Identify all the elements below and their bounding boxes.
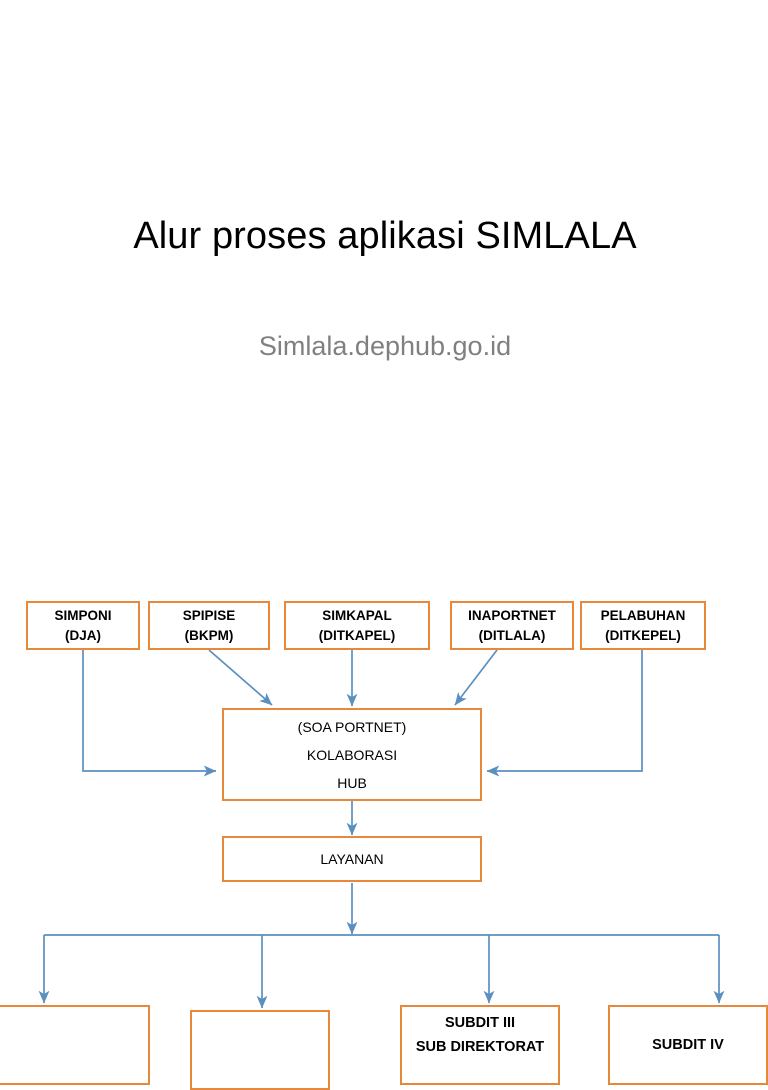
edge-simponi-hub [82, 650, 217, 777]
process-flow-diagram: SIMPONI (DJA) SPIPISE (BKPM) SIMKAPAL (D… [0, 601, 768, 1090]
node-subdit-2[interactable] [190, 1010, 330, 1090]
node-simkapal-name: SIMKAPAL [322, 607, 392, 623]
page-title: Alur proses aplikasi SIMLALA [133, 215, 637, 257]
node-pelabuhan[interactable]: PELABUHAN (DITKEPEL) [580, 601, 706, 650]
hub-line-1: (SOA PORTNET) [297, 718, 407, 735]
node-inaportnet[interactable]: INAPORTNET (DITLALA) [450, 601, 574, 650]
subdit-4-line-1: SUBDIT IV [652, 1037, 724, 1053]
node-spipise-name: SPIPISE [182, 607, 236, 623]
layanan-label: LAYANAN [320, 851, 384, 867]
subdit-3-line-1: SUBDIT III [444, 1015, 516, 1031]
node-layanan[interactable]: LAYANAN [222, 836, 482, 882]
node-subdit-1[interactable] [0, 1005, 150, 1085]
node-simponi-name: SIMPONI [54, 607, 112, 623]
node-kolaborasi-hub[interactable]: (SOA PORTNET) KOLABORASI HUB [222, 708, 482, 801]
node-spipise-owner: (BKPM) [184, 627, 234, 643]
edge-spipise-hub [208, 649, 273, 706]
page-subtitle: Simlala.dephub.go.id [258, 331, 512, 361]
node-simkapal[interactable]: SIMKAPAL (DITKAPEL) [284, 601, 430, 650]
node-subdit-3[interactable]: SUBDIT III SUB DIREKTORAT [400, 1005, 560, 1085]
edge-pelabuhan-hub [486, 650, 643, 777]
edge-inaportnet-hub [454, 649, 498, 706]
node-simponi-owner: (DJA) [65, 627, 101, 643]
hub-line-2: KOLABORASI [306, 746, 398, 763]
hub-line-3: HUB [337, 774, 367, 791]
node-spipise[interactable]: SPIPISE (BKPM) [148, 601, 270, 650]
node-subdit-4[interactable]: SUBDIT IV [608, 1005, 768, 1085]
node-simponi[interactable]: SIMPONI (DJA) [26, 601, 140, 650]
node-inaportnet-name: INAPORTNET [468, 607, 556, 623]
subdit-3-line-2: SUB DIREKTORAT [415, 1039, 545, 1055]
connector-layer [38, 649, 725, 1009]
node-inaportnet-owner: (DITLALA) [478, 627, 546, 643]
node-simkapal-owner: (DITKAPEL) [318, 627, 396, 643]
slide-canvas: Alur proses aplikasi SIMLALA Simlala.dep… [0, 215, 768, 1090]
node-pelabuhan-name: PELABUHAN [600, 607, 686, 623]
node-pelabuhan-owner: (DITKEPEL) [605, 627, 681, 643]
